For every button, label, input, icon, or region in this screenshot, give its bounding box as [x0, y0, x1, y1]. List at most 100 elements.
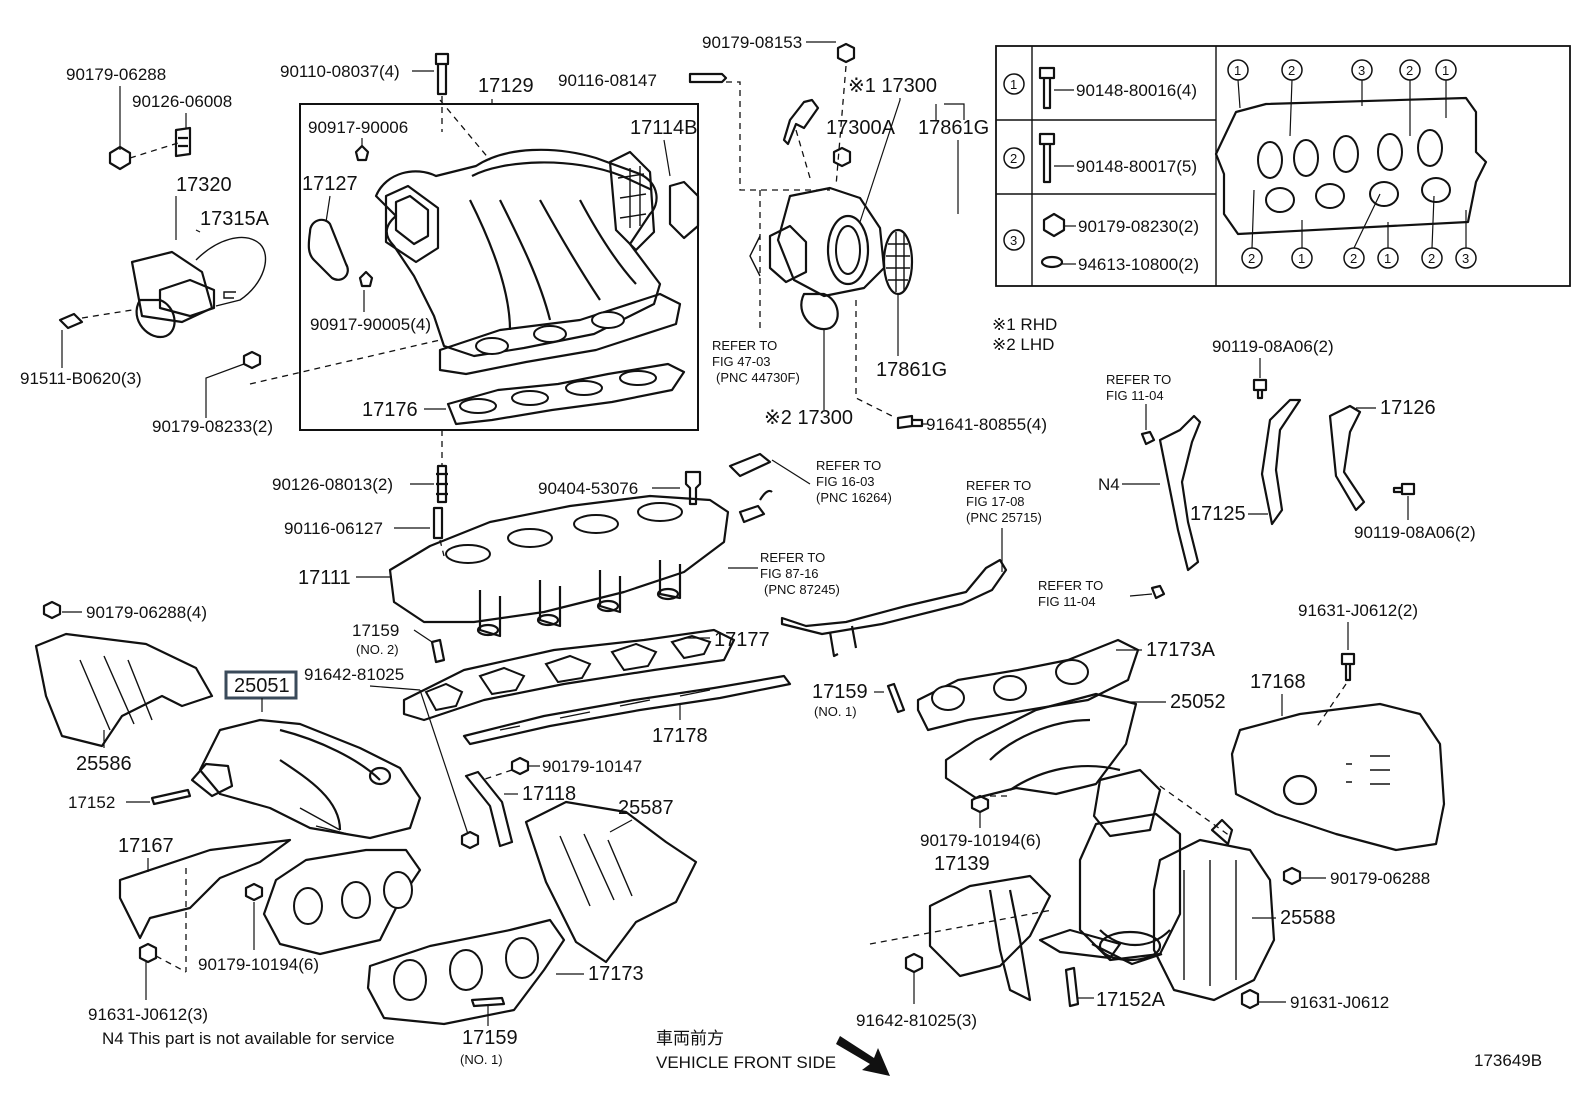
note-n4-not-available: N4 This part is not available for servic…: [102, 1029, 395, 1048]
label-17159-no2-qualifier: (NO. 2): [356, 642, 399, 657]
label-25586: 25586: [76, 753, 132, 775]
label-91511-B0620: 91511-B0620(3): [20, 369, 142, 388]
label-17178: 17178: [652, 725, 708, 747]
svg-text:2: 2: [1288, 63, 1295, 78]
label-90119-08A06-bottom: 90119-08A06(2): [1354, 523, 1476, 542]
nut-icon: [510, 756, 530, 776]
stud-icon: [436, 464, 448, 504]
nut-icon: [836, 42, 856, 64]
ref-fig-87-16-line2: FIG 87-16: [760, 566, 819, 581]
heat-insulator-17167: [118, 838, 292, 940]
label-17168: 17168: [1250, 671, 1306, 693]
label-17129: 17129: [478, 75, 534, 97]
right-brackets-group: REFER TO FIG 11-04 N4 REFER TO FIG 11-04…: [1038, 337, 1476, 609]
label-90116-08147: 90116-08147: [558, 71, 657, 90]
legend-table: 1 90148-80016(4) 2 90148-80017(5) 3 9017…: [995, 45, 1571, 287]
heat-insulator-17139: [928, 874, 1052, 978]
stud-icon: [432, 506, 444, 540]
label-90116-06127: 90116-06127: [284, 519, 383, 538]
intake-manifold-group: 90110-08037(4) 17129 90116-08147 90917-9…: [280, 52, 830, 431]
heat-insulator-25586: [34, 632, 214, 748]
throttle-sensor: [768, 224, 808, 284]
label-91642-81025-3: 91642-81025(3): [856, 1011, 977, 1030]
label-90126-08013: 90126-08013(2): [272, 475, 393, 494]
label-17167: 17167: [118, 835, 174, 857]
label-90179-08153: 90179-08153: [702, 33, 802, 52]
lower-intake-group: 90126-08013(2) 90116-06127 90404-53076 R…: [272, 430, 892, 638]
idle-control-valve: [800, 292, 839, 331]
ref-fig-87-16-line3: (PNC 87245): [764, 582, 840, 597]
bolt-icon: [1150, 584, 1166, 600]
bolt-icon: [138, 942, 158, 964]
highlight-box-25051: [224, 670, 298, 700]
gasket-ring: [1038, 928, 1122, 960]
note-rhd: ※1 RHD: [992, 315, 1057, 334]
legend-marker-2: 2: [1010, 151, 1017, 166]
svg-text:1: 1: [1234, 63, 1241, 78]
gasket-17127: [307, 218, 349, 281]
label-90179-06288-4: 90179-06288(4): [86, 603, 207, 622]
washer-icon: [1040, 255, 1064, 269]
label-17861G-bottom: 17861G: [876, 359, 947, 381]
hose-icon: [728, 452, 772, 478]
figure-id: 173649B: [1474, 1051, 1542, 1070]
ref-fig-17-08-line3: (PNC 25715): [966, 510, 1042, 525]
label-91642-81025: 91642-81025: [304, 665, 404, 684]
label-90179-10194: 90179-10194(6): [198, 955, 319, 974]
label-17159-no1-right: 17159: [812, 681, 868, 703]
label-17315A: 17315A: [200, 208, 270, 230]
bracket-n4: [1158, 414, 1202, 572]
gasket-17114B: [668, 180, 700, 240]
label-25588: 25588: [1280, 907, 1336, 929]
bolt-icon: [896, 414, 924, 430]
pipe-17118: [464, 770, 514, 848]
lower-intake-manifold-17111: [388, 494, 730, 624]
label-25051: 25051: [234, 675, 290, 697]
svg-text:1: 1: [1298, 251, 1305, 266]
label-17126: 17126: [1380, 397, 1436, 419]
clip-icon: [354, 144, 370, 162]
gasket-plate-diagram: [1214, 96, 1488, 236]
svg-text:1: 1: [1384, 251, 1391, 266]
manifold-flange: [438, 292, 682, 376]
hose-elbow-icon: [738, 489, 773, 524]
flange-joint: [1092, 768, 1162, 838]
legend-part-2: 90148-80017(5): [1076, 157, 1197, 176]
ref-fig-11-04-top-line1: REFER TO: [1106, 372, 1171, 387]
label-17300A: 17300A: [826, 117, 896, 139]
label-91631-J0612-2: 91631-J0612(2): [1298, 601, 1418, 620]
stud-icon: [430, 638, 446, 664]
label-17300-rhd: ※1 17300: [848, 75, 937, 97]
note-lhd: ※2 LHD: [992, 335, 1054, 354]
gasket-17176: [446, 362, 686, 426]
label-17159-no1-bottom-qualifier: (NO. 1): [460, 1052, 503, 1067]
egr-valve-assembly: 90179-06288 90126-06008 17320 17315A 915…: [20, 65, 441, 436]
label-17173A: 17173A: [1146, 639, 1216, 661]
gasket-17173: [366, 918, 566, 1026]
bolt-icon: [1038, 66, 1056, 110]
legend-marker-1: 1: [1010, 77, 1017, 92]
ref-fig-47-03-line1: REFER TO: [712, 338, 777, 353]
svg-text:2: 2: [1248, 251, 1255, 266]
label-17114B: 17114B: [630, 117, 697, 139]
legend-part-1: 90148-80016(4): [1076, 81, 1197, 100]
bracket-17125: [1260, 398, 1302, 526]
intake-manifold-box: [299, 103, 699, 431]
label-90126-06008: 90126-06008: [132, 92, 232, 111]
right-exhaust-group: 17159 (NO. 1) 17173A 25052 90179-10194(6…: [812, 601, 1446, 1030]
svg-text:3: 3: [1462, 251, 1469, 266]
label-25587: 25587: [618, 797, 674, 819]
label-90179-10147: 90179-10147: [542, 757, 642, 776]
stud-icon: [886, 682, 906, 714]
label-91631-J0612: 91631-J0612: [1290, 993, 1389, 1012]
label-91631-J0612-3: 91631-J0612(3): [88, 1005, 208, 1024]
ref-fig-11-04-top-line2: FIG 11-04: [1106, 388, 1164, 403]
label-17127: 17127: [302, 173, 358, 195]
label-17159-no1-right-qualifier: (NO. 1): [814, 704, 857, 719]
egr-diaphragm: [135, 298, 176, 339]
label-17125: 17125: [1190, 503, 1246, 525]
legend-part-3a: 90179-08230(2): [1078, 217, 1199, 236]
svg-text:2: 2: [1428, 251, 1435, 266]
nut-icon: [1282, 866, 1302, 886]
